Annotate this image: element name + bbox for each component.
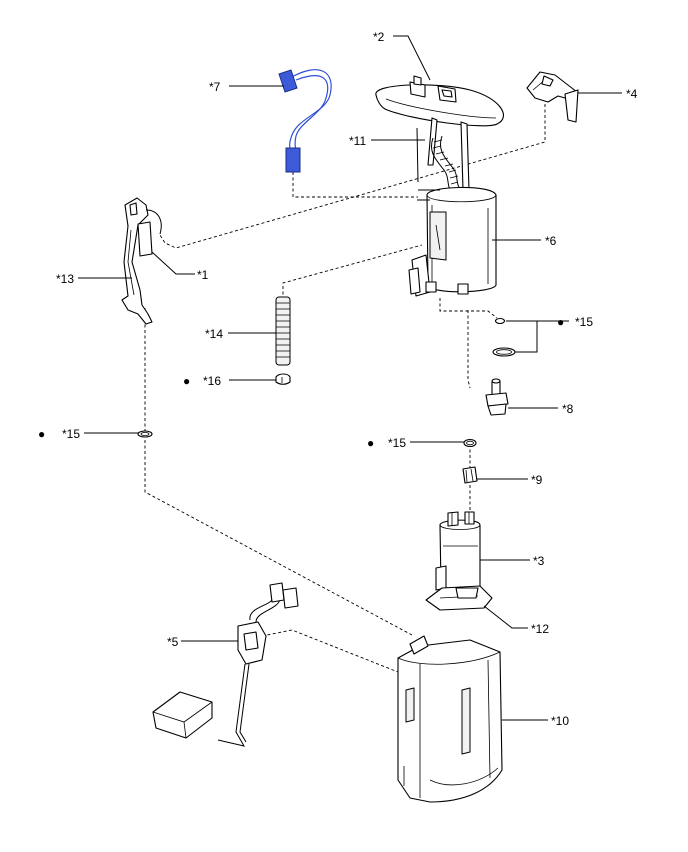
o-ring-15-center	[463, 438, 477, 448]
label-15-center: *15	[388, 436, 406, 450]
bracket-part-4	[526, 71, 579, 123]
label-14: *14	[205, 327, 223, 341]
clip-part-16	[275, 373, 291, 385]
wire-harness-part-7	[278, 69, 332, 173]
label-16: *16	[203, 374, 221, 388]
filter-part-9	[462, 466, 478, 484]
label-1: *1	[197, 268, 209, 282]
bullet-15-upper: ●	[557, 315, 564, 329]
label-7: *7	[209, 80, 221, 94]
label-15-upper: *15	[575, 315, 593, 329]
label-4: *4	[626, 87, 638, 101]
pump-gasket-part-12	[425, 585, 493, 611]
leader-lines	[78, 35, 622, 721]
bullet-15-left: ●	[38, 427, 45, 441]
alignment-lines	[144, 104, 546, 673]
sender-gauge-part-5	[152, 582, 299, 747]
label-15-left: *15	[62, 427, 80, 441]
fuel-suction-tube-assembly	[375, 75, 504, 297]
o-ring-15-left	[137, 430, 153, 438]
label-3: *3	[533, 554, 545, 568]
o-ring-15-upper-large	[492, 347, 516, 357]
fuel-pump-part-3	[435, 511, 481, 594]
o-ring-15-upper-small	[494, 317, 506, 325]
label-2: *2	[373, 30, 385, 44]
label-10: *10	[551, 714, 569, 728]
label-9: *9	[531, 473, 543, 487]
fuel-cup-part-10	[397, 635, 503, 803]
pressure-regulator-part-8	[485, 378, 509, 416]
label-13: *13	[56, 272, 74, 286]
label-8: *8	[562, 402, 574, 416]
label-12: *12	[531, 622, 549, 636]
bullet-16: ●	[183, 374, 190, 388]
hose-part-14	[275, 296, 291, 366]
sender-gauge-part-13	[121, 197, 162, 325]
bullet-15-center: ●	[367, 436, 374, 450]
label-11: *11	[349, 134, 366, 148]
label-6: *6	[545, 234, 557, 248]
label-5: *5	[167, 635, 179, 649]
